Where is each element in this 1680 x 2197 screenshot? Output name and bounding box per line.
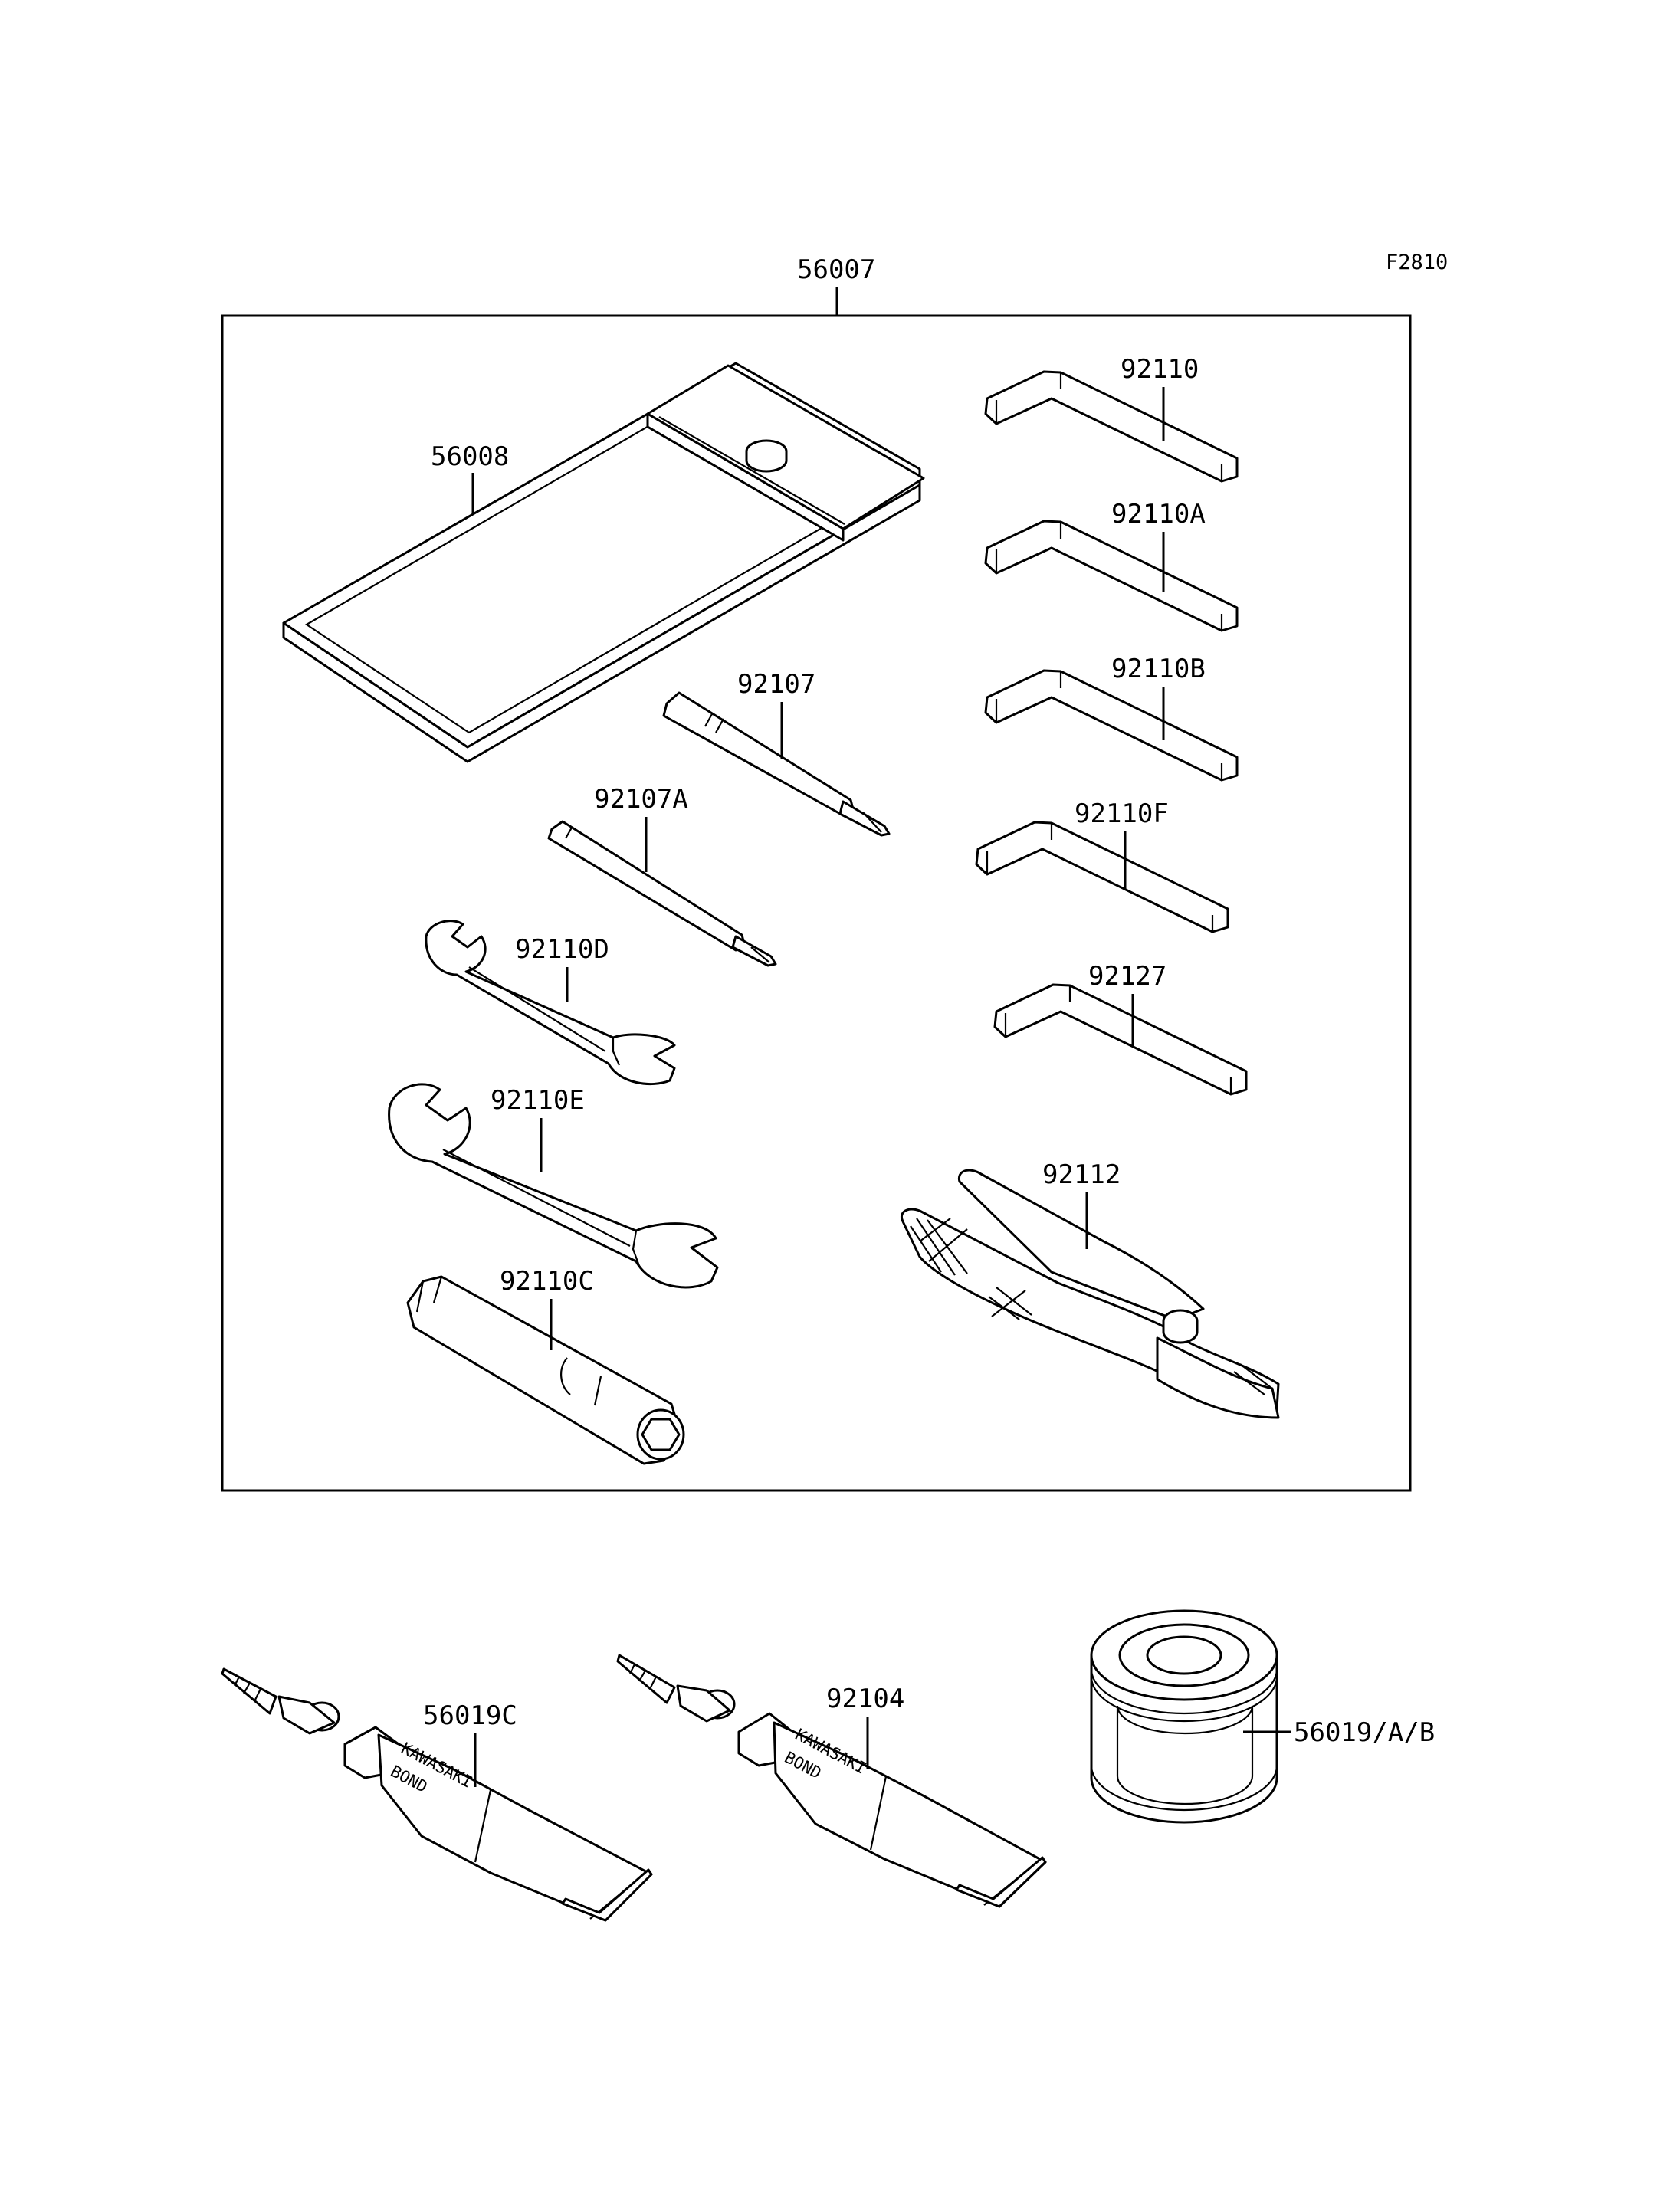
label-bond-tube-56019C[interactable]: 56019C (423, 1700, 517, 1731)
label-spark-plug-wrench-92110C[interactable]: 92110C (500, 1266, 594, 1297)
hex-wrench-92127[interactable] (993, 983, 1248, 1096)
oil-filter[interactable] (1090, 1609, 1278, 1824)
label-oil-filter[interactable]: 56019/A/B (1294, 1717, 1435, 1748)
tool-case[interactable] (282, 362, 925, 763)
label-hex-wrench-92110B[interactable]: 92110B (1111, 654, 1206, 684)
hex-wrench-92110F[interactable] (975, 821, 1229, 933)
screwdriver-92107[interactable] (662, 691, 891, 837)
screwdriver-92107A[interactable] (547, 820, 777, 967)
label-tool-kit[interactable]: 56007 (797, 254, 875, 285)
hex-wrench-92110B[interactable] (984, 669, 1239, 782)
bond-tube-92104[interactable] (616, 1654, 1047, 1908)
label-hex-wrench-92110F[interactable]: 92110F (1075, 798, 1169, 829)
spark-plug-wrench-92110C[interactable] (406, 1275, 685, 1465)
tool-kit-frame (221, 314, 1412, 1492)
hex-wrench-92110A[interactable] (984, 520, 1239, 632)
open-wrench-92110E[interactable] (388, 1083, 719, 1289)
bond-tube-56019C[interactable] (221, 1667, 653, 1922)
label-hex-wrench-92110A[interactable]: 92110A (1111, 499, 1206, 530)
label-pliers-92112[interactable]: 92112 (1042, 1159, 1121, 1190)
open-wrench-92110D[interactable] (425, 920, 676, 1086)
label-hex-wrench-92127[interactable]: 92127 (1088, 961, 1166, 992)
label-open-wrench-92110D[interactable]: 92110D (515, 934, 609, 965)
figure-code: F2810 (1386, 251, 1448, 274)
label-tool-case[interactable]: 56008 (431, 441, 509, 472)
label-hex-wrench-92110[interactable]: 92110 (1121, 354, 1199, 385)
label-screwdriver-92107[interactable]: 92107 (737, 669, 815, 700)
label-screwdriver-92107A[interactable]: 92107A (594, 784, 688, 815)
hex-wrench-92110[interactable] (984, 370, 1239, 483)
pliers-92112[interactable] (901, 1169, 1280, 1419)
label-open-wrench-92110E[interactable]: 92110E (491, 1085, 585, 1116)
label-bond-tube-92104[interactable]: 92104 (826, 1684, 904, 1714)
